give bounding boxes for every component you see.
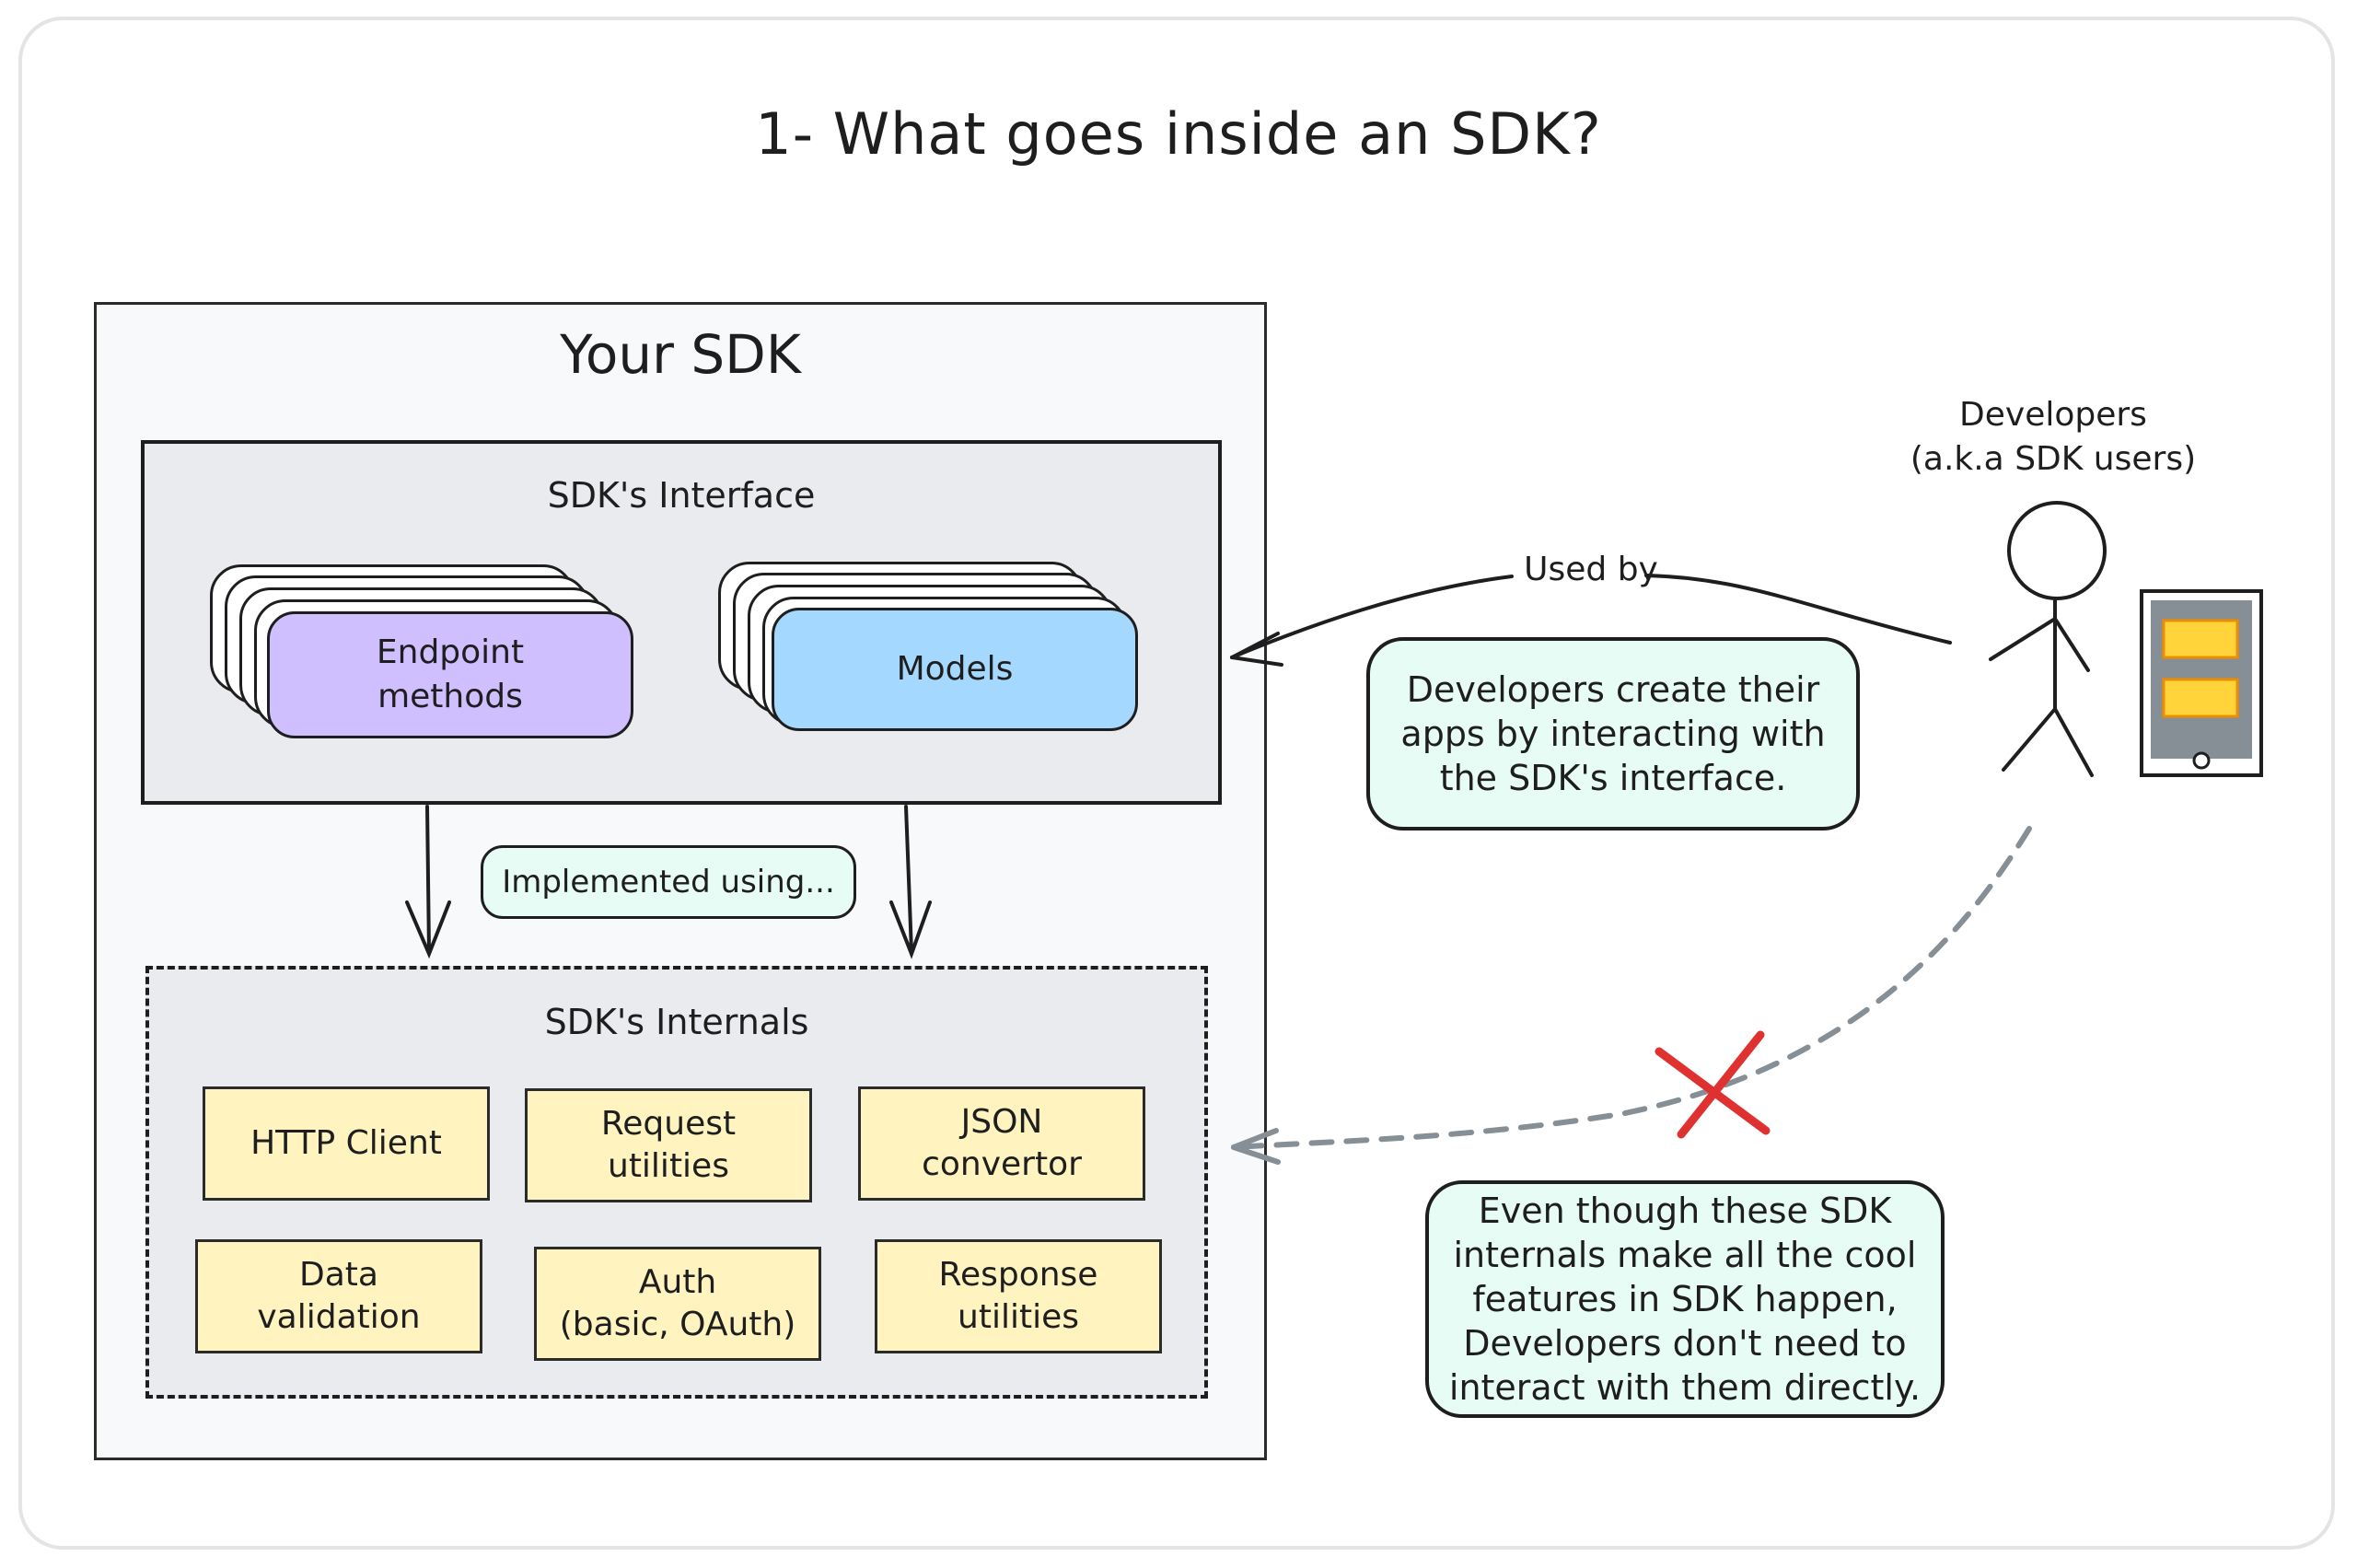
internals-note: Even though these SDK internals make all… bbox=[1425, 1180, 1945, 1418]
sdk-internals-label: SDK's Internals bbox=[544, 1002, 809, 1042]
internal-item-json-convertor: JSON convertor bbox=[858, 1086, 1145, 1201]
developers-label: Developers (a.k.a SDK users) bbox=[1910, 396, 2197, 478]
phone-icon bbox=[2140, 589, 2263, 777]
internals-dashed-arrow bbox=[1231, 826, 2032, 1165]
implemented-arrow-left bbox=[405, 805, 451, 959]
interface-note: Developers create their apps by interact… bbox=[1366, 637, 1860, 830]
sdk-title: Your SDK bbox=[560, 323, 801, 386]
used-by-arrow bbox=[1230, 574, 1952, 667]
internal-item-http-client: HTTP Client bbox=[203, 1086, 490, 1201]
page-title: 1- What goes inside an SDK? bbox=[755, 99, 1602, 168]
blocked-cross-icon bbox=[1655, 1030, 1771, 1139]
developer-stick-figure-icon bbox=[1989, 501, 2107, 777]
internal-item-data-validation: Data validation bbox=[195, 1239, 482, 1353]
endpoint-methods-card: Endpoint methods bbox=[267, 611, 633, 738]
internal-item-response-utilities: Response utilities bbox=[875, 1239, 1162, 1353]
sdk-interface-label: SDK's Interface bbox=[547, 475, 816, 516]
implemented-arrow-right bbox=[889, 805, 932, 959]
models-card: Models bbox=[772, 608, 1138, 731]
internal-item-auth: Auth (basic, OAuth) bbox=[534, 1247, 821, 1361]
implemented-using-label: Implemented using... bbox=[481, 845, 856, 919]
used-by-label: Used by bbox=[1524, 550, 1658, 588]
internal-item-request-utilities: Request utilities bbox=[525, 1088, 812, 1202]
